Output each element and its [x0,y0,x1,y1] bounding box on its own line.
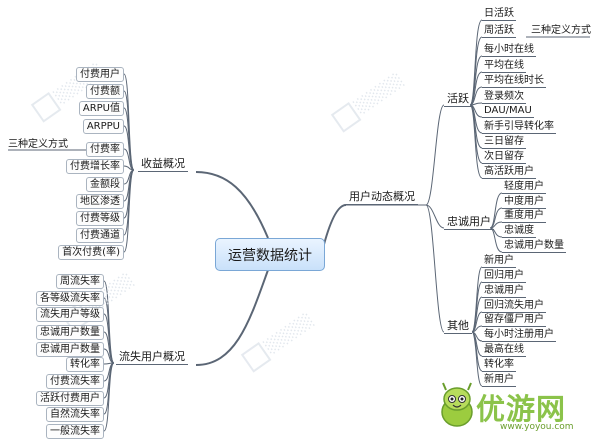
sub-branch-other: 其他 [444,319,472,334]
revenue-item: 付费通道 [76,228,124,243]
connector [123,125,135,171]
sub-branch-loyal: 忠诚用户 [444,215,494,230]
connector [425,204,445,333]
active-item: 平均在线 [482,60,526,73]
connector [425,204,445,229]
active-item: DAU/MAU [482,105,534,118]
active-item: 高活跃用户 [482,166,536,179]
loyal-item: 忠诚度 [502,225,536,238]
active-item: 次日留存 [482,151,526,164]
revenue-item: 付费等级 [76,211,124,226]
connector [471,331,483,387]
active-item: 周活跃 [482,25,516,38]
active-note: 三种定义方式 [531,25,591,36]
other-item: 留存僵尸用户 [482,314,546,327]
revenue-item: ARPPU [82,119,124,134]
connector [469,104,483,179]
revenue-item: 付费增长率 [66,159,124,174]
branch-user-dynamics: 用户动态概况 [346,190,418,205]
active-item: 登录频次 [482,91,526,104]
connector [425,104,445,206]
revenue-item: 付费率 [86,142,124,157]
revenue-item: ARPU值 [78,101,124,116]
churn-item: 一般流失率 [46,424,104,439]
active-item: 三日留存 [482,136,526,149]
loyal-item: 忠诚用户数量 [502,240,566,253]
connector [195,269,269,366]
churn-item: 自然流失率 [46,407,104,422]
churn-item: 付费流失率 [46,374,104,389]
churn-item: 转化率 [66,357,104,372]
other-item: 转化率 [482,359,516,372]
connector [103,362,115,432]
other-item: 最高在线 [482,344,526,357]
other-item: 忠诚用户 [482,285,526,298]
churn-item: 周流失率 [56,274,104,289]
churn-item: 忠诚用户数量 [36,342,104,357]
active-item: 平均在线时长 [482,75,546,88]
branch-revenue: 收益概况 [138,157,188,172]
other-item: 回归流失用户 [482,300,546,313]
active-item: 每小时在线 [482,44,536,57]
active-item: 日活跃 [482,8,516,21]
logo-url: www.yoyou.com [500,422,574,432]
churn-item: 活跃付费用户 [36,391,104,406]
loyal-item: 重度用户 [502,210,546,223]
logo-text: 优游网 [476,392,567,426]
other-item: 新用户 [482,374,516,387]
revenue-item: 金额段 [86,177,124,192]
active-item: 新手引导转化率 [482,121,556,134]
revenue-item: 地区渗透 [76,194,124,209]
other-item: 每小时注册用户 [482,329,556,342]
branch-churn: 流失用户概况 [116,350,188,365]
revenue-item: 付费用户 [76,67,124,82]
churn-item: 各等级流失率 [36,291,104,306]
loyal-item: 轻度用户 [502,181,546,194]
other-item: 回归用户 [482,270,526,283]
connector [489,227,503,253]
churn-item: 忠诚用户数量 [36,325,104,340]
mascot-icon [441,382,473,427]
central-topic: 运营数据统计 [215,238,325,271]
connector [195,171,269,239]
connector [321,204,347,253]
loyal-item: 中度用户 [502,196,546,209]
other-item: 新用户 [482,255,516,268]
sub-branch-active: 活跃 [444,92,472,107]
revenue-item: 首次付费(率) [58,245,124,260]
churn-item: 流失用户等级 [36,307,104,322]
connector [123,169,135,253]
revenue-item: 付费额 [86,84,124,99]
revenue-note: 三种定义方式 [8,139,68,150]
